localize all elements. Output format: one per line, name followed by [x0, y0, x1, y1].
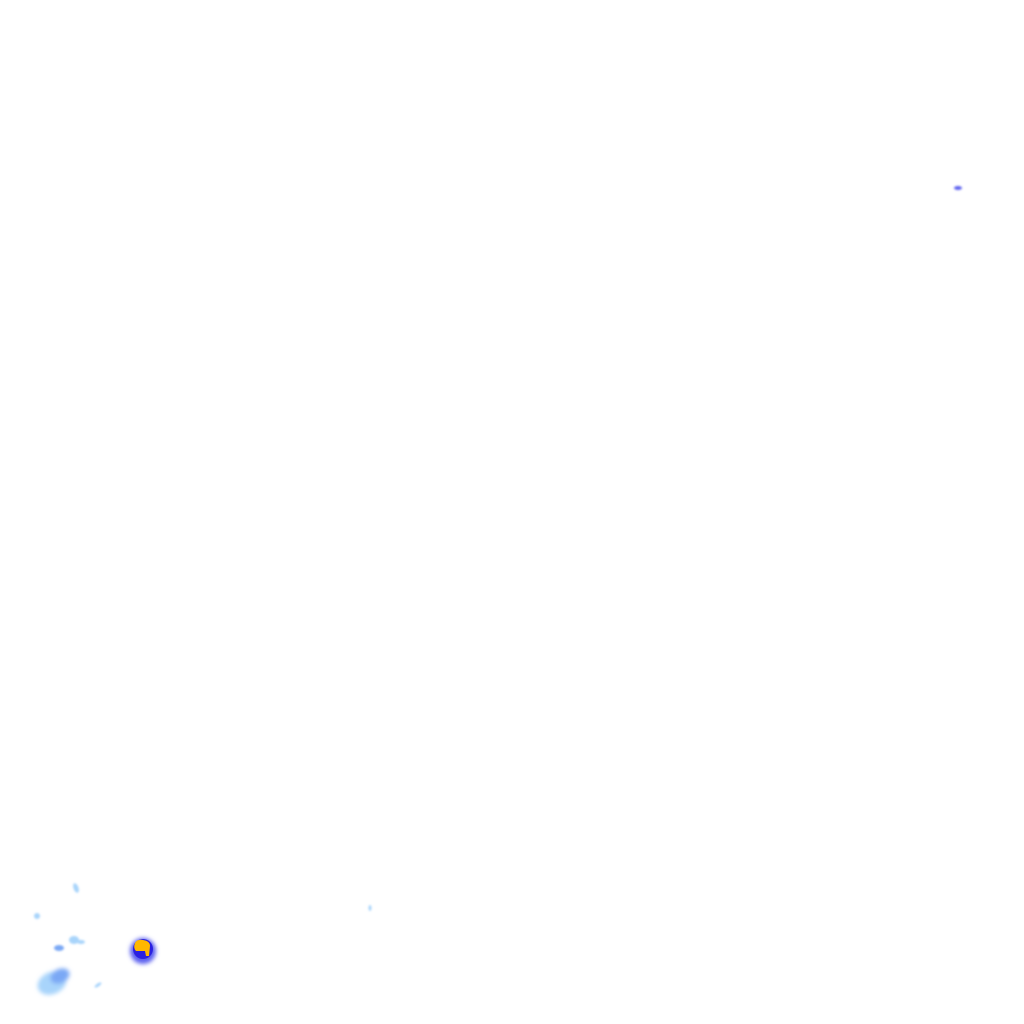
- echo-small-1: [73, 883, 79, 893]
- storm-cell-core: [134, 939, 150, 956]
- echo-top-right: [954, 186, 962, 190]
- echo-small-5: [54, 945, 64, 951]
- echo-small-2: [34, 913, 40, 919]
- echo-small-6: [368, 905, 372, 911]
- echo-small-3: [69, 936, 79, 944]
- echo-small-4: [77, 940, 85, 944]
- echo-cluster-inner: [50, 968, 70, 984]
- echo-small-7: [94, 982, 102, 988]
